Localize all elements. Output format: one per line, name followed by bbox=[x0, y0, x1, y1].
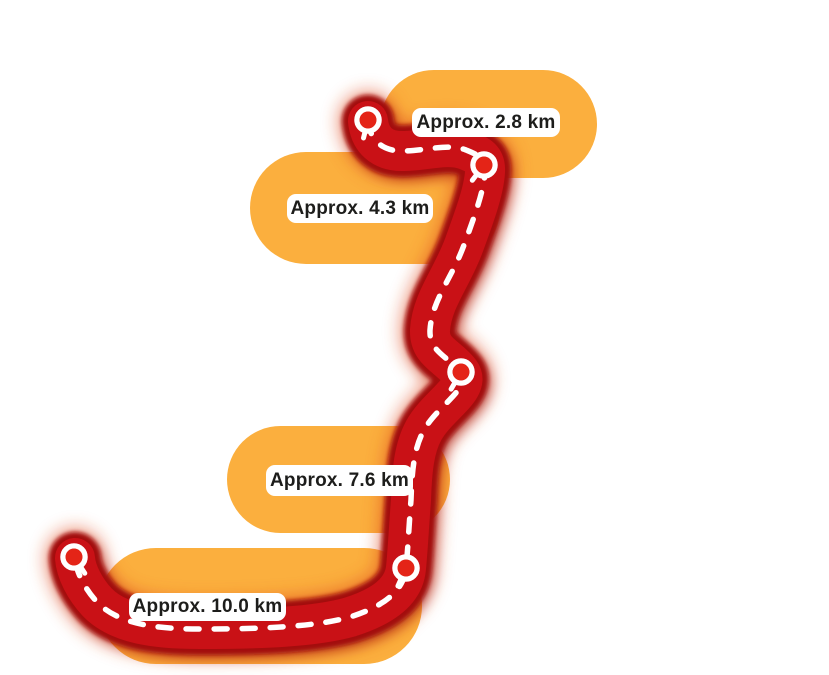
distance-label-text: Approx. 4.3 km bbox=[290, 197, 430, 219]
waypoint-marker-ring bbox=[60, 543, 88, 571]
distance-label-segment-4: Approx. 10.0 km bbox=[129, 593, 286, 621]
distance-label-segment-1: Approx. 2.8 km bbox=[412, 108, 560, 137]
route-markers bbox=[60, 106, 498, 589]
distance-label-text: Approx. 10.0 km bbox=[132, 596, 283, 617]
waypoint-marker-ring bbox=[354, 106, 382, 134]
distance-label-segment-3: Approx. 7.6 km bbox=[266, 465, 413, 496]
waypoint-marker-dot bbox=[475, 156, 493, 174]
distance-label-segment-2: Approx. 4.3 km bbox=[287, 194, 433, 223]
waypoint-marker-ring bbox=[470, 151, 498, 179]
waypoint-marker-dot bbox=[397, 559, 415, 577]
waypoint-marker-dot bbox=[65, 548, 83, 566]
waypoint-marker-dot bbox=[452, 363, 470, 381]
distance-label-text: Approx. 7.6 km bbox=[269, 469, 409, 491]
waypoint-marker-ring bbox=[447, 358, 475, 386]
distance-label-text: Approx. 2.8 km bbox=[416, 111, 556, 133]
waypoint-marker-dot bbox=[359, 111, 377, 129]
waypoint-marker-ring bbox=[392, 554, 420, 582]
